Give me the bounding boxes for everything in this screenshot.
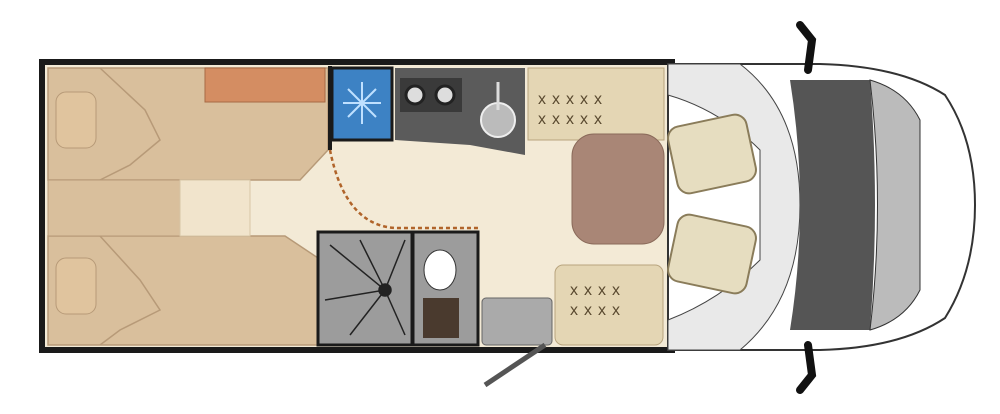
snowflake-icon <box>343 82 381 124</box>
cushion-pattern: xxxx <box>570 282 626 299</box>
cab-seat-driver[interactable] <box>666 112 758 195</box>
dinette-bench-bottom[interactable] <box>554 264 664 346</box>
dining-table[interactable] <box>571 133 665 245</box>
washbasin <box>423 298 459 338</box>
entry-door[interactable] <box>483 342 547 388</box>
wardrobe[interactable] <box>204 67 326 103</box>
mirror-left <box>796 21 817 74</box>
mirror-right <box>796 341 817 394</box>
shower-drain-icon <box>324 239 406 336</box>
toilet-icon <box>423 249 457 291</box>
door-swing <box>328 149 480 230</box>
cab-seat-passenger[interactable] <box>666 212 758 295</box>
rear-bed-bottom[interactable] <box>47 235 319 346</box>
dashboard <box>790 80 875 330</box>
entry-step[interactable] <box>481 297 553 346</box>
cushion-pattern: xxxxx <box>538 111 608 128</box>
pillow-icon <box>55 91 97 149</box>
bed-extension <box>47 179 181 237</box>
cushion-pattern: xxxxx <box>538 91 608 108</box>
dinette-bench-top[interactable] <box>527 67 665 141</box>
windscreen <box>869 79 921 331</box>
pillow-icon <box>55 257 97 315</box>
cooktop-burners <box>400 78 462 112</box>
floor-panel <box>179 179 251 237</box>
cushion-pattern: xxxx <box>570 302 626 319</box>
